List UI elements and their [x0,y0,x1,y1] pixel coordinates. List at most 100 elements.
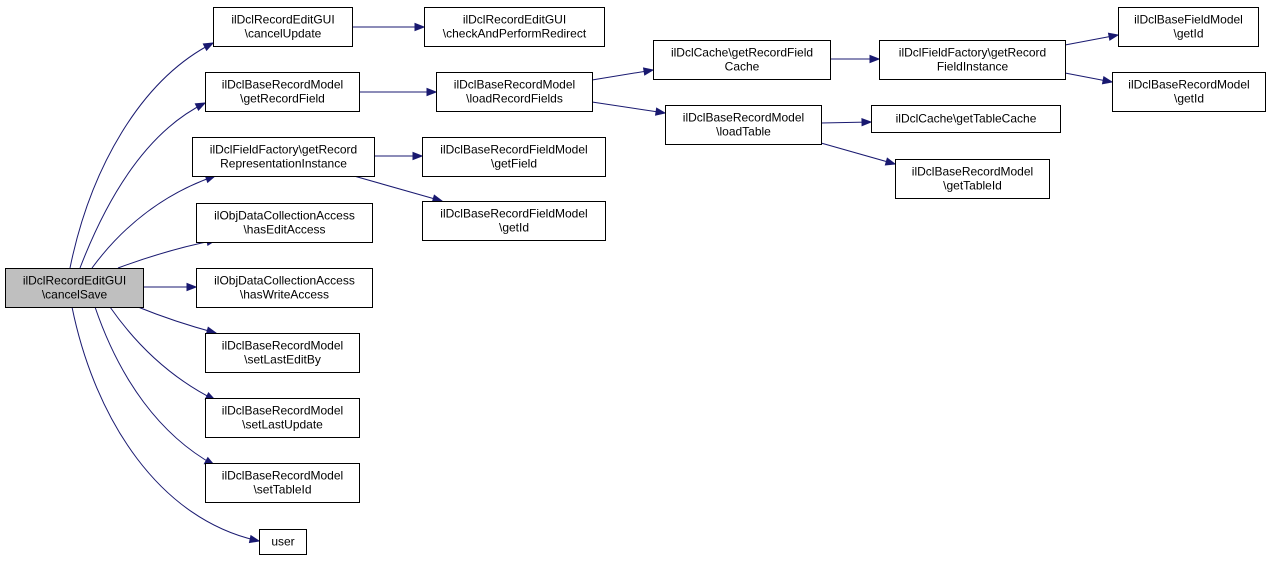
edge-root-to-n18 [109,306,217,401]
node-label: ilDclRecordEditGUI [463,13,566,27]
edge-n6-to-n7 [1064,32,1120,46]
edge-n4-to-n5 [591,67,655,81]
node-label: ilDclFieldFactory\getRecord [210,143,357,157]
node-label: \setLastUpdate [242,418,323,432]
edge-line [71,306,260,542]
arrow-head [1107,32,1120,41]
edge-root-to-n17 [137,306,218,335]
node[interactable]: ilDclBaseRecordModel\loadRecordFields [436,72,593,112]
node-box [1118,7,1259,47]
node[interactable]: ilObjDataCollectionAccess\hasEditAccess [196,203,373,243]
node-label: ilDclBaseRecordModel [222,469,343,483]
arrow-head [654,107,667,116]
arrow-head [861,117,873,127]
arrow-head [1101,76,1114,85]
node-label: \setLastEditBy [244,353,321,367]
node-box [5,268,144,308]
node-box [879,40,1066,80]
node-label: \hasWriteAccess [240,288,329,302]
node-label: ilDclRecordEditGUI [23,274,126,288]
node-label: \getId [499,221,529,235]
node-root[interactable]: ilDclRecordEditGUI\cancelSave [5,268,144,308]
node[interactable]: user [259,529,307,555]
node-label: ilDclFieldFactory\getRecord [899,46,1046,60]
node-label: \cancelSave [42,288,108,302]
edge-n6-to-n8 [1064,72,1114,85]
node-box [422,137,606,177]
node[interactable]: ilDclCache\getTableCache [871,105,1061,133]
arrow-head [414,22,426,32]
node-label: \loadTable [716,125,771,139]
node[interactable]: ilDclFieldFactory\getRecordRepresentatio… [192,137,375,177]
node-box [196,268,373,308]
node-label: ilDclBaseRecordFieldModel [440,207,587,221]
node-box [196,203,373,243]
edge-line [820,142,896,165]
edge-root-to-n3 [79,102,207,269]
node-box [1112,72,1266,112]
node[interactable]: ilDclBaseRecordModel\getRecordField [205,72,360,112]
edge-n9-to-n11 [820,142,897,166]
edge-n9-to-n10 [820,117,873,127]
edge-n4-to-n9 [591,101,667,116]
node[interactable]: ilObjDataCollectionAccess\hasWriteAccess [196,268,373,308]
arrow-head [202,42,215,52]
arrow-head [194,102,207,111]
node-label: Cache [725,60,760,74]
arrow-head [426,87,438,97]
node[interactable]: ilDclBaseFieldModel\getId [1118,7,1259,47]
node[interactable]: ilDclBaseRecordFieldModel\getField [422,137,606,177]
node-box [259,529,307,555]
edge-n1-to-n2 [352,22,426,32]
node[interactable]: ilDclRecordEditGUI\cancelUpdate [213,7,353,47]
edge-line [79,102,206,269]
node-box [436,72,593,112]
node-box [653,40,831,80]
node-box [192,137,375,177]
node-label: \getId [1173,27,1203,41]
node-label: ilDclBaseRecordModel [912,165,1033,179]
node-label: \getField [491,157,537,171]
node[interactable]: ilDclBaseRecordModel\setLastEditBy [205,333,360,373]
arrow-head [884,157,897,166]
node-label: FieldInstance [937,60,1009,74]
node[interactable]: ilDclBaseRecordFieldModel\getId [422,201,606,241]
edge-line [109,306,216,401]
node[interactable]: ilDclRecordEditGUI\checkAndPerformRedire… [424,7,605,47]
node-label: \hasEditAccess [243,223,325,237]
node-label: RepresentationInstance [220,157,347,171]
node-box [424,7,605,47]
arrow-head [431,194,444,203]
node-label: ilDclBaseRecordModel [1128,78,1249,92]
node-label: ilObjDataCollectionAccess [214,274,355,288]
node-label: \getRecordField [240,92,325,106]
node[interactable]: ilDclBaseRecordModel\getId [1112,72,1266,112]
node-label: ilDclCache\getRecordField [671,46,813,60]
node-box [205,398,360,438]
node-label: ilDclBaseRecordModel [222,339,343,353]
node-label: ilDclBaseRecordModel [222,404,343,418]
node-label: ilDclBaseRecordFieldModel [440,143,587,157]
edge-line [591,101,666,114]
node-label: ilDclBaseRecordModel [454,78,575,92]
node[interactable]: ilDclBaseRecordModel\getTableId [895,159,1050,199]
arrow-head [869,54,881,64]
node-label: \loadRecordFields [466,92,563,106]
node-label: \cancelUpdate [245,27,322,41]
edge-line [137,306,217,334]
node-label: ilDclBaseRecordModel [683,111,804,125]
node[interactable]: ilDclBaseRecordModel\setLastUpdate [205,398,360,438]
edge-line [591,69,654,81]
node[interactable]: ilDclBaseRecordModel\setTableId [205,463,360,503]
node[interactable]: ilDclBaseRecordModel\loadTable [665,105,822,145]
node-label: ilDclRecordEditGUI [231,13,334,27]
node-label: \getId [1174,92,1204,106]
node-label: ilObjDataCollectionAccess [214,209,355,223]
node-label: ilDclBaseFieldModel [1134,13,1243,27]
node-box [871,105,1061,133]
edge-root-to-n19 [94,306,216,466]
node-box [665,105,822,145]
